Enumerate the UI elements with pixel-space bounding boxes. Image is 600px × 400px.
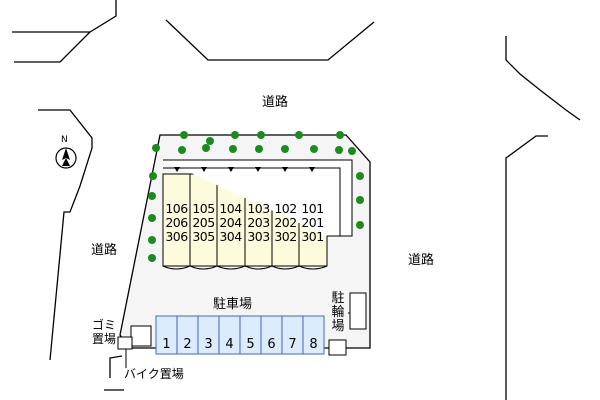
- garbage-area: [130, 325, 152, 347]
- bicycle-parking-area: [349, 292, 367, 330]
- compass-north-letter: N: [61, 135, 68, 145]
- road-label-right: 道路: [408, 253, 435, 268]
- road-label-top: 道路: [262, 95, 289, 110]
- parking-space-number: 6: [267, 337, 276, 352]
- parking-space-number: 4: [225, 337, 234, 352]
- parking-label: 駐車場: [213, 297, 253, 312]
- parking-spaces: [155, 315, 325, 355]
- bike-area: [117, 336, 133, 350]
- bicycle-parking-gate: [328, 339, 347, 356]
- block-outline-bottom-left: [109, 355, 123, 378]
- block-outline-left-mid: [14, 31, 91, 63]
- parking-space-number: 2: [183, 337, 192, 352]
- block-outline-left-building: [38, 109, 93, 361]
- parking-space-number: 3: [204, 337, 213, 352]
- block-outline-top-left: [12, 0, 117, 33]
- entrance-markers: [174, 167, 315, 172]
- bike-parking-label: バイク置場: [124, 367, 184, 381]
- block-outline-top-center: [165, 19, 375, 61]
- block-outline-top-right: [505, 36, 581, 121]
- parking-space-number: 7: [288, 337, 297, 352]
- walkway-inner: [163, 167, 341, 236]
- garbage-label: ゴミ 置場: [92, 318, 117, 346]
- parking-space-number: 8: [309, 337, 318, 352]
- building-base: [162, 265, 328, 270]
- bicycle-parking-label: 駐 輪 場: [331, 291, 345, 334]
- block-outline-right: [505, 135, 548, 400]
- parking-space-number: 5: [246, 337, 255, 352]
- compass-graphic: [55, 147, 77, 169]
- parking-space-number: 1: [162, 337, 171, 352]
- trees: [148, 131, 364, 262]
- road-label-left: 道路: [91, 243, 118, 258]
